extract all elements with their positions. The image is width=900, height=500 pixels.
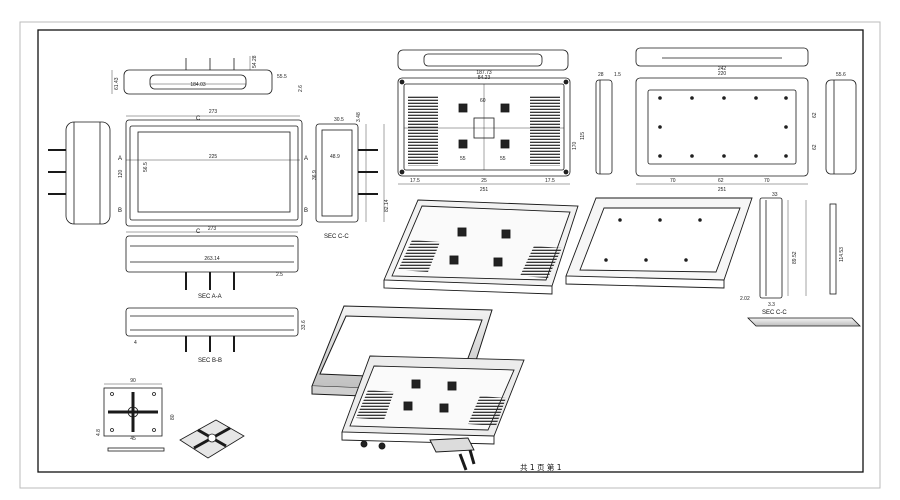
dim-cc-3: 48.9 bbox=[330, 154, 340, 160]
dim-aa-0: 273 bbox=[208, 226, 217, 232]
front-right-top-strip bbox=[635, 47, 809, 67]
dim-cc-0: 30.5 bbox=[334, 117, 344, 123]
iso-front-cover bbox=[565, 197, 753, 289]
dim-top-depth: 55.5 bbox=[277, 74, 287, 80]
sec-cc-label: SEC C-C bbox=[324, 234, 349, 240]
page-count-text: 共 1 页 第 1 bbox=[520, 462, 562, 472]
dim-back-7: 251 bbox=[480, 187, 489, 193]
dim-front-width: 273 bbox=[209, 109, 218, 115]
side-mark-a: A bbox=[118, 156, 122, 162]
side-mark-a-right: A bbox=[304, 156, 308, 162]
cover-section-view bbox=[747, 197, 861, 327]
dim-cover-3: 2.02 bbox=[740, 296, 750, 302]
front-view bbox=[48, 115, 303, 227]
dim-cc-2: 3.48 bbox=[356, 112, 362, 122]
dim-side-1: 1.5 bbox=[614, 72, 621, 78]
dim-back-11: 115 bbox=[580, 132, 586, 140]
dim-back-3: 60 bbox=[480, 98, 486, 104]
side-section-cc bbox=[315, 123, 385, 223]
dim-top-width: 184.03 bbox=[190, 82, 206, 88]
section-aa-view bbox=[125, 231, 299, 290]
dim-cover-1: 89.52 bbox=[792, 251, 798, 264]
top-handle-view bbox=[111, 56, 273, 95]
dim-fr-1: 220 bbox=[718, 71, 727, 77]
dim-plate-0: 90 bbox=[130, 378, 136, 384]
mount-plate-view bbox=[103, 383, 165, 452]
dim-back-top-0: 187.73 bbox=[476, 70, 492, 76]
dim-back-8: 25 bbox=[481, 178, 487, 184]
dim-back-6: 17.5 bbox=[410, 178, 420, 184]
dim-fr-0: 242 bbox=[718, 66, 727, 72]
dim-fr-4: 70 bbox=[764, 178, 770, 184]
front-right-side bbox=[825, 79, 857, 175]
iso-back-housing bbox=[383, 199, 579, 295]
back-view bbox=[397, 77, 571, 185]
sec-aa-label: SEC A-A bbox=[198, 294, 222, 300]
dim-front-height: 120 bbox=[118, 169, 124, 178]
dim-aa-2: 263.14 bbox=[204, 256, 220, 262]
dim-fr-3: 62 bbox=[718, 178, 724, 184]
dim-fr-2: 70 bbox=[670, 178, 676, 184]
dim-back-10: 170 bbox=[572, 141, 578, 150]
sec-bb-label: SEC B-B bbox=[198, 358, 222, 364]
dim-plate-4: 4.8 bbox=[96, 429, 102, 436]
dim-front-inner-h: 56.5 bbox=[143, 162, 149, 172]
dim-plate-2: 80 bbox=[170, 414, 176, 420]
back-top-strip bbox=[397, 49, 569, 71]
section-bb-view bbox=[125, 307, 299, 352]
dim-fr-5: 251 bbox=[718, 187, 727, 193]
cover-section-label: SEC C-C bbox=[762, 310, 787, 316]
mount-plate-iso bbox=[179, 419, 245, 459]
dim-cc-6: 36.9 bbox=[312, 170, 318, 180]
dim-bb-0: 33.6 bbox=[301, 320, 307, 330]
dim-back-9: 17.5 bbox=[545, 178, 555, 184]
dim-fr-8: 62 bbox=[812, 144, 818, 150]
back-side-profile bbox=[595, 79, 613, 175]
dim-bb-1: 4 bbox=[134, 340, 137, 346]
outer-frame bbox=[19, 21, 881, 489]
iso-assembly-back bbox=[341, 355, 525, 471]
dim-back-5: 55 bbox=[500, 156, 506, 162]
front-right-view bbox=[635, 77, 809, 185]
dim-fr-6: 55.6 bbox=[836, 72, 846, 78]
dim-fr-7: 62 bbox=[812, 112, 818, 118]
dim-top-h2: 54.28 bbox=[252, 55, 258, 68]
dim-top-h1: 61.43 bbox=[114, 77, 120, 90]
dim-cc-5: 82.14 bbox=[384, 199, 390, 212]
dim-top-side: 2.6 bbox=[298, 85, 304, 92]
dim-aa-4: 2.5 bbox=[276, 272, 283, 278]
dim-plate-1: 45 bbox=[130, 436, 136, 442]
side-mark-b: B bbox=[118, 208, 122, 214]
side-mark-b-right: B bbox=[304, 208, 308, 214]
dim-front-inner: 225 bbox=[209, 154, 218, 160]
dim-side-0: 28 bbox=[598, 72, 604, 78]
dim-back-4: 55 bbox=[460, 156, 466, 162]
section-mark-c-top: C bbox=[196, 116, 201, 122]
dim-cover-0: 33 bbox=[772, 192, 778, 198]
dim-cover-4: 3.3 bbox=[768, 302, 775, 308]
dim-cover-2: 114.53 bbox=[839, 247, 845, 262]
inner-frame bbox=[37, 29, 864, 473]
